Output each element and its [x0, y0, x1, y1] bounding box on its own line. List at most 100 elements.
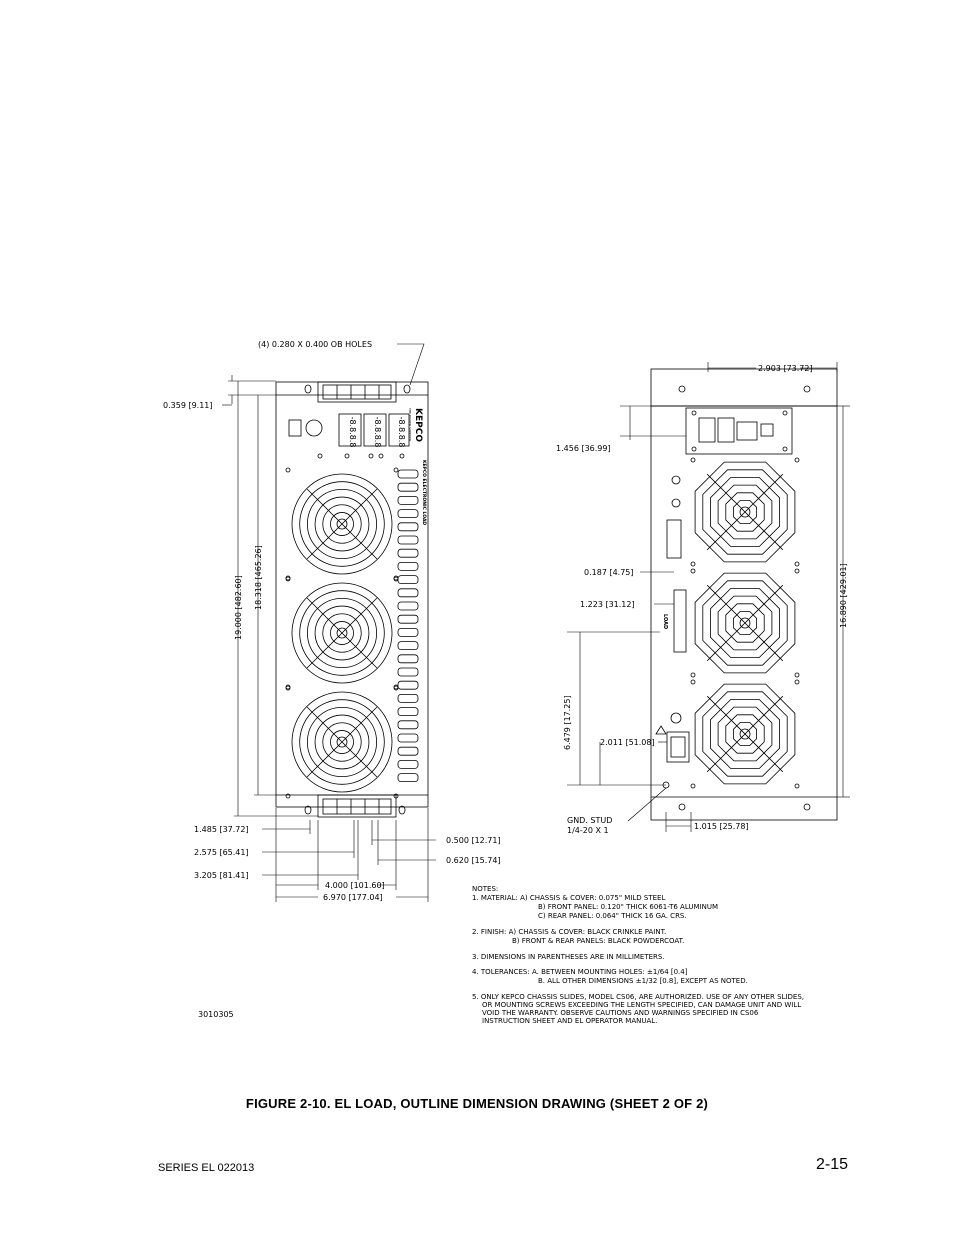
dim-d3: 3.205 [81.41]: [194, 871, 249, 880]
rear-fans: [690, 457, 800, 789]
vent-slot: [397, 495, 419, 505]
vent-slot: [397, 482, 419, 492]
dim-d5: 0.620 [15.74]: [446, 856, 501, 865]
mount-hole: [678, 803, 686, 811]
sense-terminal: [666, 519, 682, 559]
dim-top-width: 2.903 [73.72]: [758, 364, 813, 373]
footer-series: SERIES EL 022013: [158, 1162, 255, 1174]
ac-inlet: [666, 731, 690, 763]
drawing-number: 3010305: [198, 1010, 234, 1019]
front-dimensions: [222, 343, 436, 902]
fan-guard: [690, 568, 800, 678]
svg-text:-8.8.8.8: -8.8.8.8: [373, 417, 382, 448]
vent-slot: [397, 588, 419, 598]
svg-text:-8.8.8.8: -8.8.8.8: [397, 417, 406, 448]
vent-slot: [397, 548, 419, 558]
fan-guard: [285, 576, 399, 690]
brand-logo: KEPCO: [413, 408, 423, 442]
fan-guard: [285, 467, 399, 581]
vent-slot: [397, 601, 419, 611]
rs232-connector: [736, 421, 758, 441]
dim-d7: 6.970 [177.04]: [323, 893, 383, 902]
vent-slot: [397, 760, 419, 769]
vent-slot: [397, 667, 419, 677]
fuse-holder: [670, 712, 682, 724]
note-line: OR MOUNTING SCREWS EXCEEDING THE LENGTH …: [482, 1001, 801, 1009]
fan-guard: [285, 685, 399, 799]
analog-jack: [671, 498, 681, 508]
note-line: 4. TOLERANCES: A. BETWEEN MOUNTING HOLES…: [472, 968, 688, 976]
power-switch: [288, 419, 302, 437]
dim-6479: 6.479 [17.25]: [563, 695, 572, 750]
dim-holes: (4) 0.280 X 0.400 OB HOLES: [258, 340, 372, 349]
mount-hole: [304, 805, 312, 815]
vent-slot: [397, 654, 419, 664]
note-line: INSTRUCTION SHEET AND EL OPERATOR MANUAL…: [482, 1017, 657, 1025]
gpib-connector: [698, 417, 716, 443]
dim-2011: 2.011 [51.08]: [600, 738, 655, 747]
vent-slot: [397, 641, 419, 650]
rear-panel-outline: [650, 405, 838, 821]
vent-slot: [397, 707, 419, 716]
mount-hole: [803, 385, 811, 393]
front-vent-slots: [397, 469, 419, 782]
product-name: KEPCO ELECTRONIC LOAD: [421, 460, 427, 525]
front-panel: -8.8.8.8 -8.8.8.8 -8.8.8.8 KEPCO THE POW…: [275, 381, 429, 818]
vent-slot: [397, 773, 419, 782]
digital-display: [388, 413, 410, 447]
note-line: 5. ONLY KEPCO CHASSIS SLIDES, MODEL CS06…: [472, 993, 804, 1001]
vent-slot: [397, 720, 419, 730]
page-number: 2-15: [815, 1156, 848, 1173]
front-top-handle: [317, 381, 397, 403]
mount-hole: [398, 805, 406, 815]
dim-1223: 1.223 [31.12]: [580, 600, 635, 609]
vent-slot: [397, 575, 419, 584]
load-terminal: [673, 589, 687, 653]
fan-guard: [690, 457, 800, 567]
dim-height-inner: 18.318 [465.26]: [254, 545, 263, 610]
vent-slot: [397, 746, 419, 756]
ethernet-connector: [717, 417, 735, 443]
mount-hole: [304, 384, 312, 394]
control-knob: [305, 419, 323, 437]
note-line: B) FRONT PANEL: 0.120" THICK 6061-T6 ALU…: [538, 903, 718, 911]
svg-text:-8.8.8.8: -8.8.8.8: [348, 417, 357, 448]
note-line: B) FRONT & REAR PANELS: BLACK POWDERCOAT…: [512, 937, 684, 945]
rear-dimensions: [567, 362, 850, 832]
dim-d2: 2.575 [65.41]: [194, 848, 249, 857]
interface-connectors: [685, 407, 793, 455]
dim-top-offset-rear: 1.456 [36.99]: [556, 444, 611, 453]
note-line: 3. DIMENSIONS IN PARENTHESES ARE IN MILL…: [472, 953, 665, 961]
digital-display: [363, 413, 387, 447]
display-group: -8.8.8.8 -8.8.8.8 -8.8.8.8: [338, 413, 410, 448]
dim-187: 0.187 [4.75]: [584, 568, 634, 577]
vent-slot: [397, 680, 419, 690]
dim-top-offset: 0.359 [9.11]: [163, 401, 213, 410]
vent-slot: [397, 469, 419, 479]
fan-guard: [690, 679, 800, 789]
dim-gnd-stud: GND. STUD: [567, 816, 612, 825]
load-label: LOAD: [662, 614, 668, 629]
front-fans: [285, 467, 399, 799]
vent-slot: [397, 614, 419, 624]
mount-hole: [403, 384, 411, 394]
figure-caption: FIGURE 2-10. EL LOAD, OUTLINE DIMENSION …: [245, 1096, 709, 1111]
note-line: 1. MATERIAL: A) CHASSIS & COVER: 0.075" …: [472, 894, 665, 902]
note-line: VOID THE WARRANTY. OBSERVE CAUTIONS AND …: [482, 1009, 759, 1017]
notes-title: NOTES:: [472, 885, 498, 893]
vent-slot: [397, 535, 419, 545]
notes-block: NOTES: 1. MATERIAL: A) CHASSIS & COVER: …: [472, 885, 804, 1025]
vent-slot: [397, 628, 419, 637]
note-line: C) REAR PANEL: 0.064" THICK 16 GA. CRS.: [538, 912, 687, 920]
vent-slot: [397, 509, 419, 519]
digital-display: [338, 413, 362, 447]
indicator-leds: [317, 453, 405, 459]
dim-rear-height: 16.890 [429.01]: [839, 563, 848, 628]
usb-connector: [760, 423, 774, 437]
front-bottom-handle: [317, 794, 397, 818]
dim-d1: 1.485 [37.72]: [194, 825, 249, 834]
dimension-labels: (4) 0.280 X 0.400 OB HOLES 0.359 [9.11] …: [163, 340, 848, 902]
vent-slot: [397, 733, 419, 743]
note-line: B. ALL OTHER DIMENSIONS ±1/32 [0.8], EXC…: [538, 977, 748, 985]
